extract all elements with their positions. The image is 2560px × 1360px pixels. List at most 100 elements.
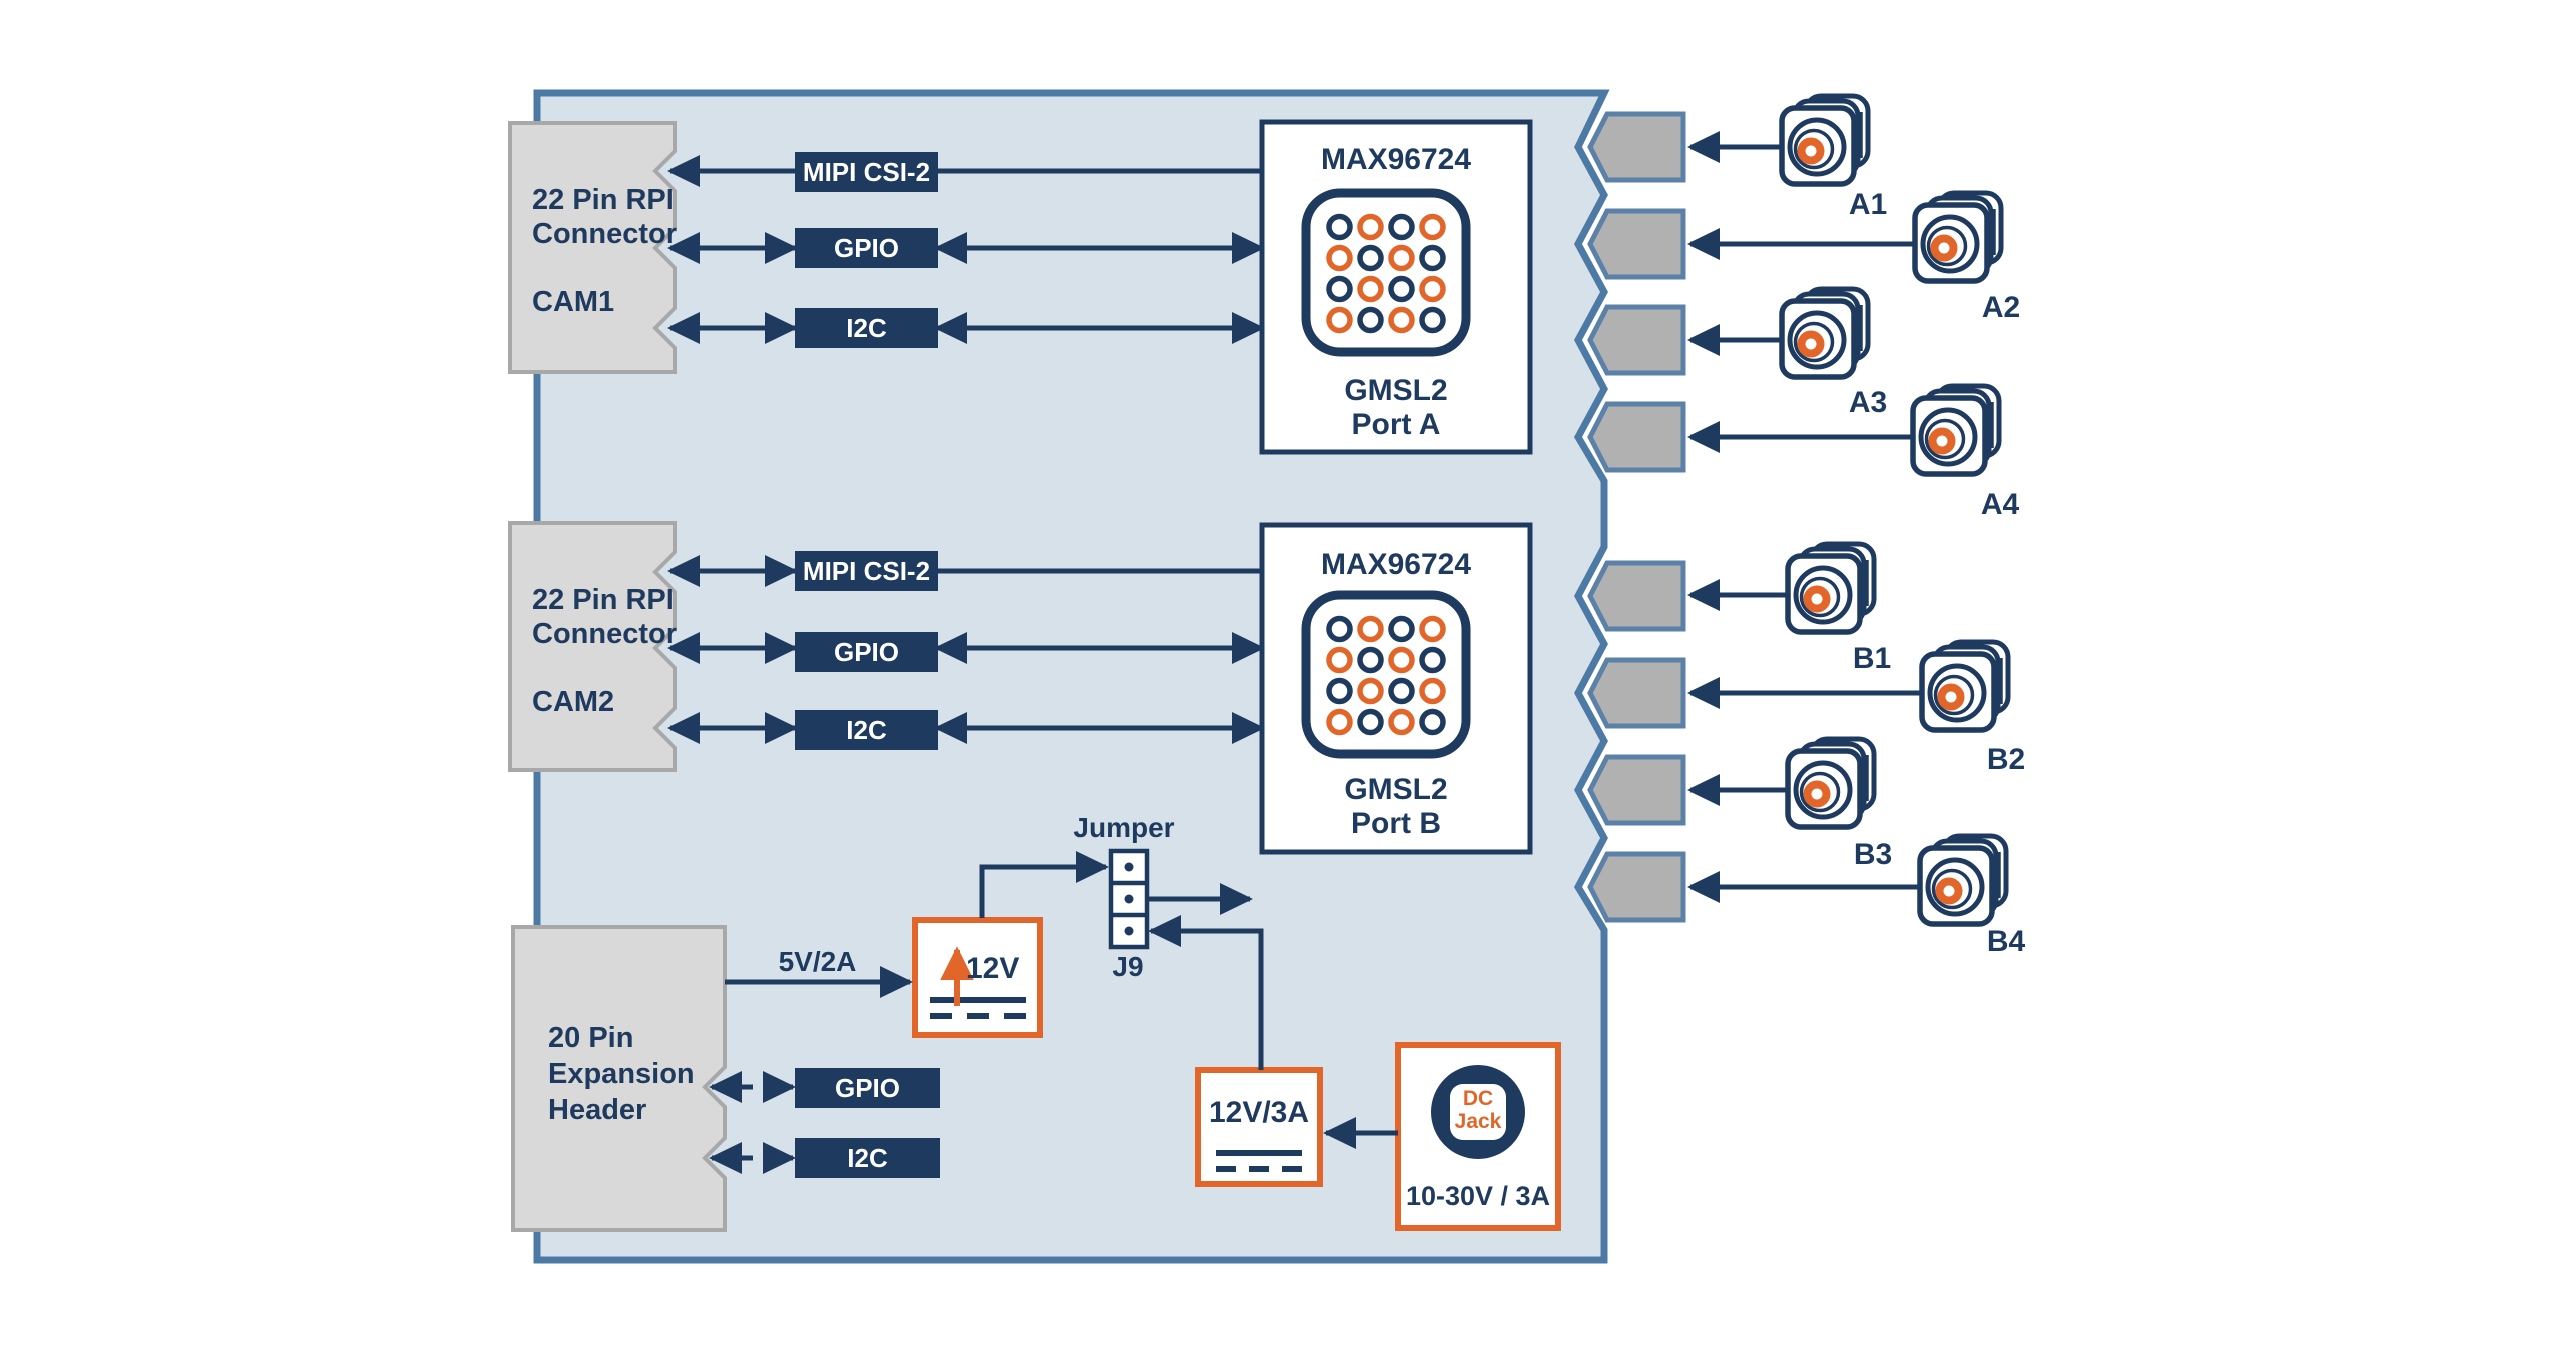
expansion-gpio-bus-bar: GPIO bbox=[795, 1068, 940, 1108]
camera-label-b3: B3 bbox=[1853, 838, 1893, 871]
gmsl-edge-connector-4 bbox=[1587, 401, 1686, 473]
gmsl-edge-connector-2 bbox=[1587, 208, 1686, 280]
gmsl-edge-connector-6 bbox=[1587, 657, 1686, 729]
cam1-label-line1: 22 Pin RPI bbox=[532, 184, 674, 216]
camera-icon-b4 bbox=[1920, 836, 2006, 924]
expansion-label-line2: Expansion bbox=[548, 1058, 695, 1090]
camera-link-arrows bbox=[1687, 131, 1922, 904]
jumper-j9-icon bbox=[1108, 848, 1150, 950]
chip-a-ball-r2c1 bbox=[1357, 275, 1384, 303]
label-12v3a-rail: 12V/3A bbox=[1208, 1096, 1310, 1129]
camera-icon-a1 bbox=[1782, 96, 1868, 184]
chip-a-ball-r0c2 bbox=[1388, 213, 1415, 241]
chip-b-ball-r0c3 bbox=[1419, 615, 1446, 643]
dc-jack-icon-inner bbox=[1450, 1084, 1506, 1140]
camera-label-a2: A2 bbox=[1981, 291, 2021, 324]
cam2-gpio-bus-bar: GPIO bbox=[795, 632, 938, 672]
chip-b-ball-r0c0 bbox=[1326, 615, 1353, 643]
chip-b-ball-r2c3 bbox=[1419, 677, 1446, 705]
camera-icon-a3 bbox=[1782, 289, 1868, 377]
arrow-rail-to-jumper bbox=[1148, 915, 1264, 1070]
gmsl-edge-connector-3 bbox=[1587, 304, 1686, 376]
cam1-mipi-bus-bar: MIPI CSI-2 bbox=[795, 152, 938, 192]
rail-12v3a-box bbox=[1195, 1067, 1323, 1187]
chip-b-ball-r1c2 bbox=[1388, 646, 1415, 674]
deserializer-b-port: Port B bbox=[1351, 807, 1441, 840]
gmsl-edge-connector-group bbox=[1587, 111, 1686, 923]
camera-label-a4: A4 bbox=[1980, 488, 2020, 521]
deserializer-b-title: MAX96724 bbox=[1320, 548, 1472, 581]
label-5v-rail: 5V/2A bbox=[778, 946, 857, 977]
label-jumper: Jumper bbox=[1073, 812, 1175, 843]
label-j9: J9 bbox=[1112, 951, 1144, 982]
chip-b-ball-r2c1 bbox=[1357, 677, 1384, 705]
chip-b-ball-r0c1 bbox=[1357, 615, 1384, 643]
arrow-regulator-to-jumper bbox=[979, 850, 1109, 918]
chip-a-ball-r3c1 bbox=[1357, 306, 1384, 334]
chip-ball-grid-group bbox=[1326, 213, 1446, 736]
camera-label-a3: A3 bbox=[1848, 386, 1888, 419]
label-dc-jack-line1: DC bbox=[1462, 1087, 1494, 1110]
chip-a-ball-r0c1 bbox=[1357, 213, 1384, 241]
deserializer-b-bus: GMSL2 bbox=[1344, 773, 1448, 806]
cam2-label-line2: Connector bbox=[532, 618, 677, 650]
gmsl-edge-connector-5 bbox=[1587, 560, 1686, 632]
chip-b-ball-r3c1 bbox=[1357, 708, 1384, 736]
cam2-mipi-bus-bar: MIPI CSI-2 bbox=[795, 551, 938, 591]
chip-b-ball-r2c2 bbox=[1388, 677, 1415, 705]
gmsl-edge-connector-1 bbox=[1587, 111, 1686, 183]
expansion-label-line3: Header bbox=[548, 1094, 647, 1126]
cam1-label-name: CAM1 bbox=[532, 286, 615, 318]
camera-label-a1: A1 bbox=[1848, 188, 1888, 221]
chip-a-ball-r0c3 bbox=[1419, 213, 1446, 241]
chip-b-ball-r1c3 bbox=[1419, 646, 1446, 674]
camera-icon-a2 bbox=[1915, 193, 2001, 281]
camera-label-b4: B4 bbox=[1986, 925, 2026, 958]
camera-icon-b3 bbox=[1788, 739, 1874, 827]
ground-symbol-12v3a bbox=[1216, 1150, 1302, 1172]
camera-icon-a4 bbox=[1913, 386, 1999, 474]
chip-a-ball-r2c2 bbox=[1388, 275, 1415, 303]
chip-b-ball-r0c2 bbox=[1388, 615, 1415, 643]
label-12v-regulator: 12V bbox=[966, 952, 1020, 985]
cam2-i2c-bus-bar: I2C bbox=[795, 710, 938, 750]
label-dc-jack-line2: Jack bbox=[1454, 1110, 1502, 1133]
chip-a-ball-r2c0 bbox=[1326, 275, 1353, 303]
chip-b-ball-r3c2 bbox=[1388, 708, 1415, 736]
expansion-label-line1: 20 Pin bbox=[548, 1022, 634, 1054]
cam2-label-line1: 22 Pin RPI bbox=[532, 584, 674, 616]
chip-a-ball-r1c0 bbox=[1326, 244, 1353, 272]
cam1-connector-block bbox=[508, 121, 677, 374]
deserializer-a-bus: GMSL2 bbox=[1344, 374, 1448, 407]
label-dc-input-range: 10-30V / 3A bbox=[1405, 1181, 1551, 1211]
chip-a-ball-r3c3 bbox=[1419, 306, 1446, 334]
chip-b-ball-r1c1 bbox=[1357, 646, 1384, 674]
expansion-header-block bbox=[511, 925, 727, 1232]
chip-a-ball-r3c2 bbox=[1388, 306, 1415, 334]
cam1-label-line2: Connector bbox=[532, 218, 677, 250]
chip-a-ball-r2c3 bbox=[1419, 275, 1446, 303]
chip-a-ball-r1c2 bbox=[1388, 244, 1415, 272]
deserializer-a-title: MAX96724 bbox=[1320, 143, 1472, 176]
camera-icon-b2 bbox=[1922, 642, 2008, 730]
chip-b-ball-r3c3 bbox=[1419, 708, 1446, 736]
camera-icon-b1 bbox=[1788, 544, 1874, 632]
ground-symbol-12v bbox=[930, 997, 1026, 1019]
expansion-i2c-bus-bar: I2C bbox=[795, 1138, 940, 1178]
chip-b-ball-r1c0 bbox=[1326, 646, 1353, 674]
chip-a-ball-r0c0 bbox=[1326, 213, 1353, 241]
chip-a-ball-r3c0 bbox=[1326, 306, 1353, 334]
chip-a-ball-r1c3 bbox=[1419, 244, 1446, 272]
camera-label-b2: B2 bbox=[1986, 743, 2026, 776]
cam2-label-name: CAM2 bbox=[532, 686, 615, 718]
chip-b-ball-r3c0 bbox=[1326, 708, 1353, 736]
cam1-i2c-bus-bar: I2C bbox=[795, 308, 938, 348]
gmsl-edge-connector-7 bbox=[1587, 754, 1686, 826]
cam1-gpio-bus-bar: GPIO bbox=[795, 228, 938, 268]
camera-label-b1: B1 bbox=[1852, 642, 1892, 675]
signal-arrows bbox=[667, 155, 1398, 1175]
deserializer-a-port: Port A bbox=[1351, 408, 1441, 441]
gmsl-edge-connector-8 bbox=[1587, 851, 1686, 923]
